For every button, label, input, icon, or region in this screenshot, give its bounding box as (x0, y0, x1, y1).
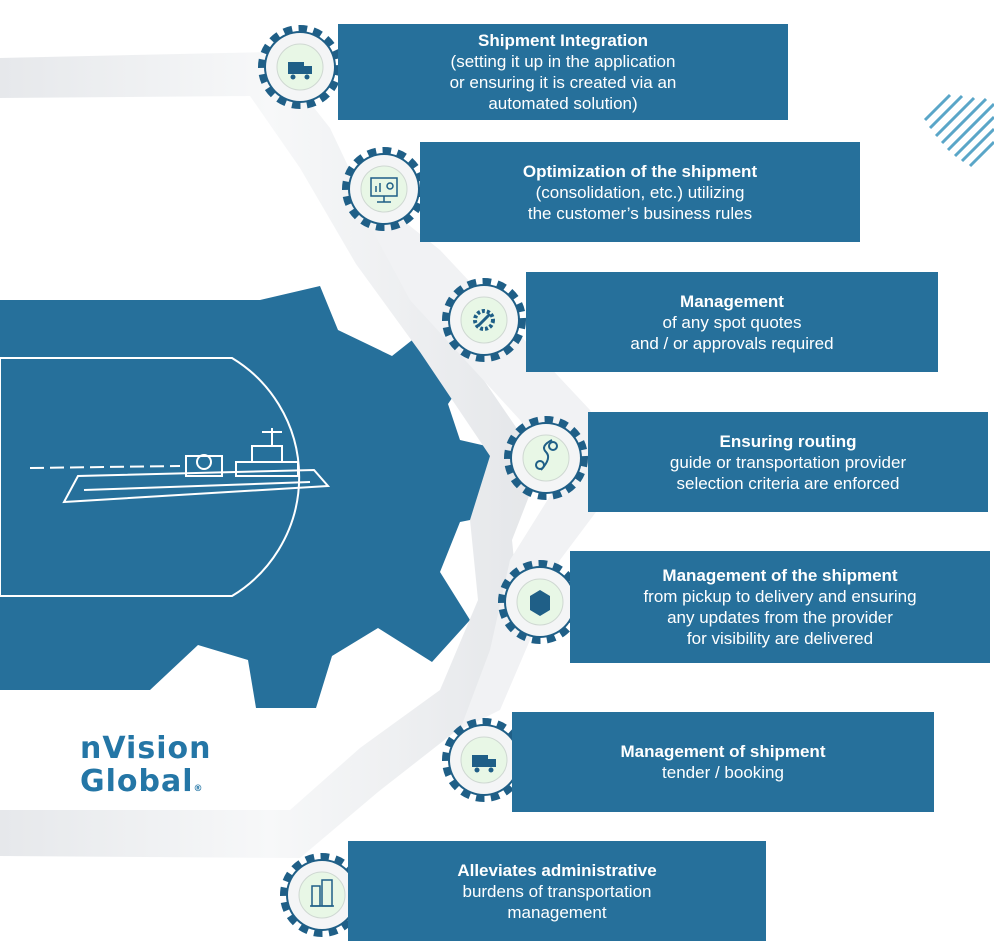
step-box-3: Management of any spot quotes and / or a… (526, 272, 938, 372)
step-box-5: Management of the shipment from pickup t… (570, 551, 990, 663)
step-line: for visibility are delivered (686, 629, 874, 648)
buildings-icon (310, 879, 334, 907)
step-box-4: Ensuring routing guide or transportation… (588, 412, 988, 512)
monitor-chart-icon (370, 177, 398, 203)
step-line: selection criteria are enforced (676, 473, 900, 493)
step-box-1: Shipment Integration (setting it up in t… (338, 24, 788, 120)
nvision-global-logo: nVision Global® (80, 732, 211, 806)
step-title: Optimization of the shipment (522, 161, 758, 181)
logo-line-1: nVision (80, 731, 212, 766)
route-pin-icon (535, 439, 558, 471)
gear-node-5 (498, 560, 582, 644)
step-title: Management of the shipment (662, 566, 898, 585)
step-title: Shipment Integration (478, 31, 648, 50)
gear-wrench-icon (473, 309, 495, 331)
gear-node-1 (258, 25, 342, 109)
ship-icon (29, 428, 331, 504)
logo-line-2-text: Global (80, 764, 194, 799)
step-line: (setting it up in the application (450, 52, 676, 71)
step-title: Ensuring routing (719, 431, 857, 451)
step-box-7: Alleviates administrative burdens of tra… (348, 841, 766, 941)
truck-icon (288, 62, 312, 80)
registered-mark: ® (193, 784, 203, 794)
step-line: of any spot quotes (662, 312, 802, 332)
logo-line-2: Global® (80, 765, 211, 806)
gear-node-3 (442, 278, 526, 362)
step-line: management (507, 902, 607, 922)
step-line: burdens of transportation (462, 881, 652, 901)
step-title: Alleviates administrative (457, 860, 657, 880)
gear-node-7 (280, 853, 364, 937)
step-line: or ensuring it is created via an (449, 73, 677, 92)
step-line: guide or transportation provider (669, 452, 907, 472)
truck-icon (472, 755, 496, 773)
step-line: from pickup to delivery and ensuring (643, 587, 917, 606)
step-title: Management of shipment (620, 742, 826, 761)
gear-node-4 (504, 416, 588, 500)
step-line: tender / booking (662, 763, 784, 782)
central-gear (0, 286, 512, 708)
step-line: any updates from the provider (667, 608, 893, 627)
step-line: and / or approvals required (630, 333, 834, 353)
step-line: the customer’s business rules (527, 203, 753, 223)
step-line: (consolidation, etc.) utilizing (535, 182, 745, 202)
hatch-decoration (923, 93, 994, 168)
step-title: Management (680, 291, 784, 311)
gear-node-6 (442, 718, 526, 802)
step-box-2: Optimization of the shipment (consolidat… (420, 142, 860, 242)
step-box-6: Management of shipment tender / booking (512, 712, 934, 812)
step-line: automated solution) (488, 94, 638, 113)
gear-node-2 (342, 147, 426, 231)
box-icon (530, 590, 550, 616)
